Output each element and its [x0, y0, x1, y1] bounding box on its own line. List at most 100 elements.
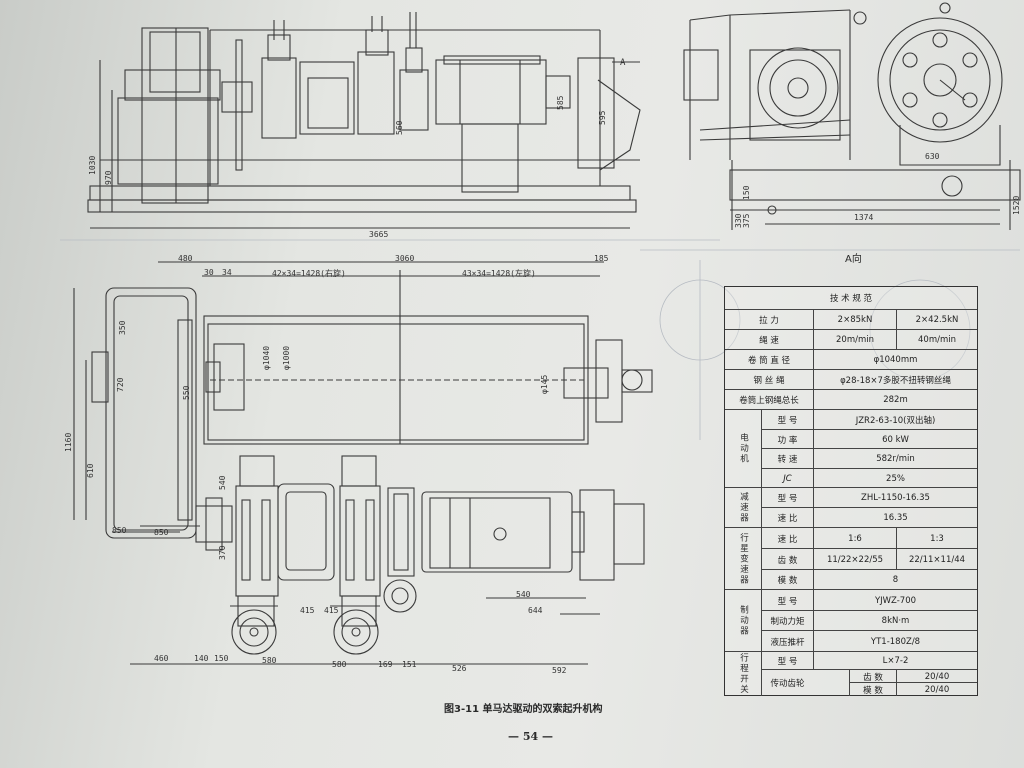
spec-label-rope-length: 卷筒上钢绳总长 — [739, 396, 799, 406]
dim-plan-3060: 3060 — [395, 254, 415, 263]
dim-side-630: 630 — [925, 152, 940, 161]
spec-label-rope-speed: 绳 速 — [759, 336, 779, 346]
dim-plan-30: 30 — [204, 268, 214, 277]
spec-planetary-teeth-label: 齿 数 — [761, 549, 813, 570]
dim-height-970: 970 — [104, 170, 113, 185]
spec-label-drum-dia: 卷 筒 直 径 — [747, 356, 791, 366]
spec-planetary-module: 8 — [813, 570, 977, 590]
spec-switch-module: 20/40 — [896, 683, 977, 696]
arrow-a-label: A — [620, 58, 626, 68]
spec-brake-pusher: YT1-180Z/8 — [813, 631, 977, 652]
spec-motor-model: JZR2-63-10(双出轴) — [813, 410, 977, 430]
spec-rope-speed-col1: 20m/min — [813, 330, 896, 350]
spec-motor-power: 60 kW — [813, 430, 977, 449]
dim-plan-d145: φ145 — [540, 374, 549, 394]
dim-plan-540b: 540 — [516, 590, 531, 599]
dim-plan-34: 34 — [222, 268, 232, 277]
spec-rope: φ28-18×7多股不扭转钢丝绳 — [813, 370, 977, 390]
dim-bottom-580b: 580 — [332, 660, 347, 669]
spec-brake-model-label: 型 号 — [761, 590, 813, 611]
dim-plan-1160: 1160 — [64, 432, 73, 452]
dim-height-1030: 1030 — [88, 155, 97, 175]
spec-switch-module-label: 模 数 — [849, 683, 896, 696]
dim-bottom-151: 151 — [402, 660, 417, 669]
front-elevation — [87, 12, 641, 229]
spec-rope-speed-col2: 40m/min — [896, 330, 977, 350]
dim-bottom-580a: 580 — [262, 656, 277, 665]
spec-group-motor: 电动机 — [725, 409, 761, 488]
spec-motor-speed: 582r/min — [813, 449, 977, 469]
dim-side-1520: 1520 — [1012, 195, 1021, 215]
spec-label-rope: 钢 丝 绳 — [753, 376, 785, 386]
spec-motor-model-label: 型 号 — [761, 410, 813, 430]
dim-plan-550: 550 — [182, 385, 191, 400]
dim-bottom-460: 460 — [154, 654, 169, 663]
dim-plan-610: 610 — [86, 463, 95, 478]
dim-plan-720: 720 — [116, 377, 125, 392]
spec-planetary-teeth-col1: 11/22×22/55 — [813, 549, 896, 570]
dim-overall-length: 3665 — [369, 230, 389, 239]
dim-bottom-140: 140 — [194, 654, 209, 663]
view-a-label: A向 — [845, 254, 862, 265]
spec-motor-speed-label: 转 速 — [761, 449, 813, 469]
dim-plan-850b: 850 — [154, 528, 169, 537]
spec-reducer-ratio-label: 速 比 — [761, 508, 813, 528]
dim-plan-350: 350 — [118, 320, 127, 335]
technical-spec-table: 技 术 规 范 拉 力 2×85kN 2×42.5kN 绳 速 20m/min … — [724, 286, 978, 696]
dim-plan-415b: 415 — [324, 606, 339, 615]
spec-drum-dia: φ1040mm — [813, 350, 977, 370]
dim-plan-370: 370 — [218, 545, 227, 560]
spec-brake-torque: 8kN·m — [813, 611, 977, 631]
spec-motor-power-label: 功 率 — [761, 430, 813, 449]
spec-switch-gear-label: 传动齿轮 — [761, 670, 813, 696]
dim-plan-185: 185 — [594, 254, 609, 263]
spec-pull-col2: 2×42.5kN — [896, 310, 977, 330]
spec-switch-teeth: 20/40 — [896, 670, 977, 683]
spec-group-planetary: 行星变速器 — [725, 527, 761, 590]
dim-595: 595 — [598, 110, 607, 125]
dim-side-150: 150 — [742, 185, 751, 200]
dim-plan-480: 480 — [178, 254, 193, 263]
spec-planetary-ratio-label: 速 比 — [761, 528, 813, 549]
spec-planetary-teeth-col2: 22/11×11/44 — [896, 549, 977, 570]
dim-560: 560 — [395, 120, 404, 135]
dim-side-width: 1374 — [854, 213, 874, 222]
dim-bottom-150: 150 — [214, 654, 229, 663]
spec-reducer-model-label: 型 号 — [761, 488, 813, 508]
dim-585: 585 — [556, 95, 565, 110]
spec-motor-jc: 25% — [813, 469, 977, 488]
dim-bottom-526: 526 — [452, 664, 467, 673]
spec-planetary-module-label: 模 数 — [761, 570, 813, 590]
dim-plan-850a: 850 — [112, 526, 127, 535]
spec-group-brake: 制动器 — [725, 589, 761, 652]
spec-switch-model: L×7-2 — [813, 652, 977, 670]
spec-rope-length: 282m — [813, 390, 977, 410]
spec-brake-torque-label: 制动力矩 — [761, 611, 813, 631]
thread-left-label: 42×34=1428(右旋) — [272, 269, 346, 278]
page-number: — 54 — — [508, 730, 553, 743]
spec-planetary-ratio-col1: 1:6 — [813, 528, 896, 549]
spec-motor-jc-label: JC — [761, 469, 813, 488]
dim-side-375: 375 — [742, 213, 751, 228]
spec-brake-model: YJWZ-700 — [813, 590, 977, 611]
spec-label-pull: 拉 力 — [759, 316, 779, 326]
spec-brake-pusher-label: 液压推杆 — [761, 631, 813, 652]
spec-switch-model-label: 型 号 — [761, 652, 813, 670]
thread-right-label: 43×34=1428(左旋) — [462, 269, 536, 278]
dim-bottom-169: 169 — [378, 660, 393, 669]
spec-group-reducer: 减速器 — [725, 487, 761, 528]
side-view-a — [683, 2, 1021, 230]
spec-pull-col1: 2×85kN — [813, 310, 896, 330]
spec-switch-teeth-label: 齿 数 — [849, 670, 896, 683]
dim-plan-644: 644 — [528, 606, 543, 615]
dim-plan-540: 540 — [218, 475, 227, 490]
plan-view — [73, 261, 653, 665]
dim-bottom-592: 592 — [552, 666, 567, 675]
spec-reducer-ratio: 16.35 — [813, 508, 977, 528]
dim-plan-d1040: φ1040 — [262, 345, 271, 370]
spec-group-limit-switch: 行程开关 — [725, 651, 761, 696]
spec-planetary-ratio-col2: 1:3 — [896, 528, 977, 549]
dim-plan-d1000: φ1000 — [282, 345, 291, 370]
